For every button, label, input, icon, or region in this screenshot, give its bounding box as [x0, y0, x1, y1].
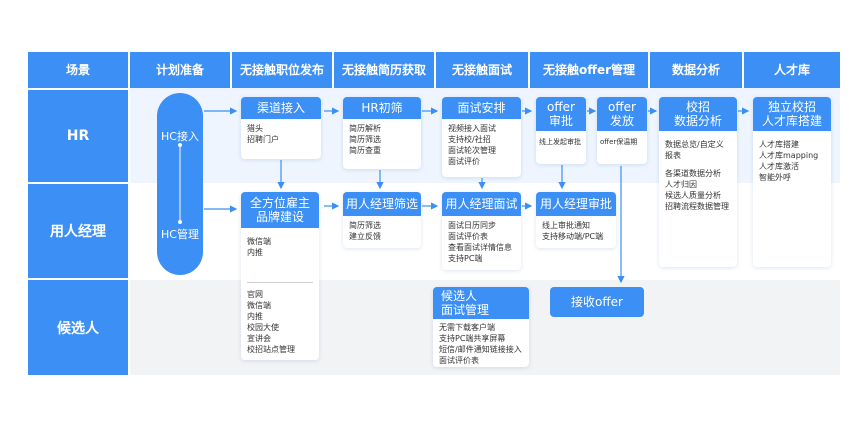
card-channel-title: 渠道接入	[241, 97, 321, 119]
list-item: 校园大使	[247, 323, 279, 332]
list-item: 人才库搭建	[759, 140, 799, 149]
list-item: 支持校/社招	[448, 135, 491, 144]
list-item: 面试评价表	[439, 356, 479, 365]
list-item: 面试轮次管理	[448, 146, 496, 155]
list-item: 官网	[247, 290, 263, 299]
card-manager-approve-title: 用人经理审批	[536, 192, 616, 216]
list-item: 支持PC端共享屏幕	[439, 334, 506, 343]
list-item: 智能外呼	[759, 173, 791, 182]
card-channel[interactable]: 渠道接入 猎头 招聘门户	[241, 97, 321, 159]
list-item: 内推	[247, 312, 263, 321]
list-item: 报表	[665, 151, 681, 160]
card-offer-approve[interactable]: offer 审批 线上发起审批	[536, 97, 586, 164]
list-item: 简历解析	[349, 124, 381, 133]
header-job-post: 无接触职位发布	[232, 52, 332, 88]
row-label-candidate: 候选人	[28, 280, 128, 375]
header-resume: 无接触简历获取	[334, 52, 434, 88]
header-offer: 无接触offer管理	[530, 52, 648, 88]
list-item: 面试日历同步	[448, 221, 496, 230]
list-item: 校招站点管理	[247, 345, 295, 354]
list-item: 微信端	[247, 301, 271, 310]
list-item: 建立反馈	[349, 232, 381, 241]
list-item: 简历查重	[349, 146, 381, 155]
header-interview: 无接触面试	[436, 52, 528, 88]
list-item: 人才库mapping	[759, 151, 819, 160]
hc-access-label: HC接入	[161, 130, 199, 143]
list-item: 人才归因	[665, 180, 697, 189]
list-item: 人才库激活	[759, 162, 799, 171]
row-label-manager: 用人经理	[28, 184, 128, 278]
list-item: 支持移动端/PC端	[542, 232, 604, 241]
header-plan: 计划准备	[130, 52, 230, 88]
card-offer-issue[interactable]: offer 发放 offer保温期	[597, 97, 647, 164]
card-campus-analysis[interactable]: 校招 数据分析 数据总览/自定义 报表 各渠道数据分析 人才归因 候选人质量分析…	[659, 97, 737, 267]
card-talent-pool-title: 独立校招 人才库搭建	[753, 97, 831, 131]
list-item: 查看面试详情信息	[448, 243, 512, 252]
list-item: 无需下载客户端	[439, 323, 495, 332]
list-item: 数据总览/自定义	[665, 140, 724, 149]
card-manager-screen-title: 用人经理筛选	[343, 192, 421, 216]
list-item: 视频接入面试	[448, 124, 496, 133]
card-hr-screen-title: HR初筛	[343, 97, 421, 119]
list-item: 面试评价表	[448, 232, 488, 241]
header-analysis: 数据分析	[650, 52, 742, 88]
hc-manage-label: HC管理	[161, 228, 199, 241]
card-manager-interview-title: 用人经理面试	[442, 192, 521, 216]
list-item: 简历筛选	[349, 221, 381, 230]
header-talent: 人才库	[744, 52, 840, 88]
list-item	[665, 161, 731, 168]
card-interview-arrange-title: 面试安排	[442, 97, 521, 119]
list-item: 猎头	[247, 124, 263, 133]
list-item: offer保温期	[600, 138, 638, 146]
card-employer-brand-title: 全方位雇主 品牌建设	[241, 192, 319, 228]
card-talent-pool[interactable]: 独立校招 人才库搭建 人才库搭建 人才库mapping 人才库激活 智能外呼	[753, 97, 831, 267]
card-offer-issue-title: offer 发放	[597, 97, 647, 131]
card-manager-approve[interactable]: 用人经理审批 线上审批通知 支持移动端/PC端	[536, 192, 616, 248]
list-item: 微信端	[247, 237, 271, 246]
list-item: 支持PC端	[448, 254, 483, 263]
card-interview-arrange[interactable]: 面试安排 视频接入面试 支持校/社招 面试轮次管理 面试评价	[442, 97, 521, 177]
list-item: 简历筛选	[349, 135, 381, 144]
card-manager-screen[interactable]: 用人经理筛选 简历筛选 建立反馈	[343, 192, 421, 248]
card-employer-brand[interactable]: 全方位雇主 品牌建设 微信端 内推 官网 微信端 内推 校园大使 宣讲会 校招站…	[241, 192, 319, 360]
list-item: 面试评价	[448, 157, 480, 166]
list-item: 线上审批通知	[542, 221, 590, 230]
list-item: 宣讲会	[247, 334, 271, 343]
card-hr-screen[interactable]: HR初筛 简历解析 简历筛选 简历查重	[343, 97, 421, 169]
list-item: 招聘门户	[247, 135, 279, 144]
receive-offer-button[interactable]: 接收offer	[550, 287, 644, 317]
divider	[247, 282, 313, 283]
card-offer-approve-title: offer 审批	[536, 97, 586, 131]
row-label-hr: HR	[28, 90, 128, 182]
list-item: 招聘流程数据管理	[665, 202, 729, 211]
list-item: 各渠道数据分析	[665, 169, 721, 178]
list-item: 候选人质量分析	[665, 191, 721, 200]
list-item: 线上发起审批	[539, 138, 581, 146]
header-scene: 场景	[28, 52, 128, 88]
card-candidate-interview[interactable]: 候选人 面试管理 无需下载客户端 支持PC端共享屏幕 短信/邮件通知链接接入 面…	[433, 287, 529, 367]
list-item: 短信/邮件通知链接接入	[439, 345, 522, 354]
card-manager-interview[interactable]: 用人经理面试 面试日历同步 面试评价表 查看面试详情信息 支持PC端	[442, 192, 521, 270]
list-item: 内推	[247, 248, 263, 257]
card-campus-analysis-title: 校招 数据分析	[659, 97, 737, 131]
card-candidate-interview-title: 候选人 面试管理	[433, 287, 529, 319]
